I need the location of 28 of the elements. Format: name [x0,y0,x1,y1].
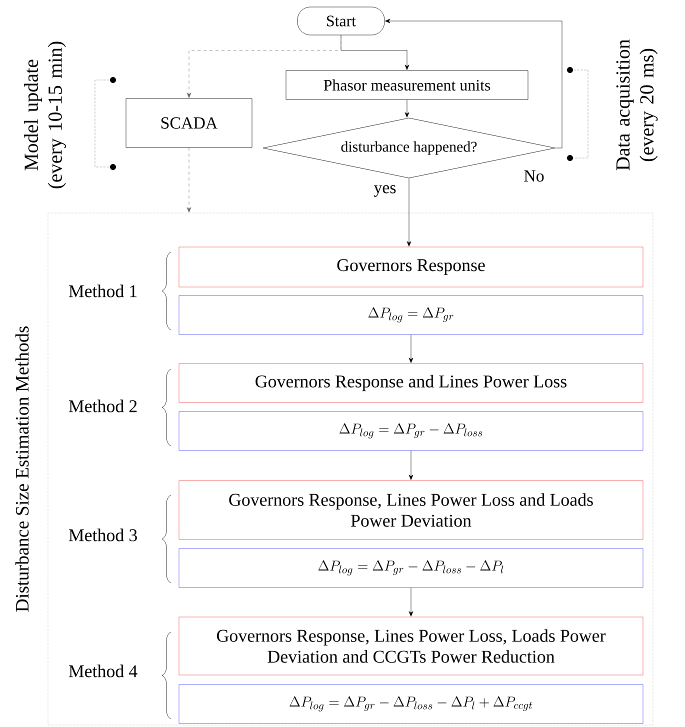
arrow [404,100,410,118]
arrow [186,148,192,212]
process-box: Phasor measurement units [286,70,528,100]
arrow [408,588,414,616]
method-label: Method 2 [68,400,137,412]
arrow [340,35,410,70]
formula-box: $\Delta P_{log} = \Delta P_{gr} - \Delta P_{loss} - \Delta P_{l}$ [178,548,644,588]
arrow [385,18,562,148]
description-box: Governors Response and Lines Power Loss [178,363,644,403]
method-label: Method 4 [68,664,138,678]
arrow [408,334,414,363]
arrow [406,178,412,246]
method-label: Method 3 [68,528,137,542]
method-label: Method 1 [68,284,137,298]
start-terminal: Start [297,6,385,36]
process-box: SCADA [126,98,252,148]
description-box: Governors Response, Lines Power Loss and Loads Power Deviation [178,480,644,540]
description-box: Governors Response [178,246,644,288]
formula-box: $\Delta P_{log} = \Delta P_{gr}$ [178,295,644,335]
timing-label: Data acquisition (every 20 ms) [616,39,658,170]
node-label: Disturbance Size Estimation Methods [15,326,29,612]
formula-box: $\Delta P_{log} = \Delta P_{gr} - \Delta P_{loss} - \Delta P_{l} + \Delta P_{ccgt}$ [178,684,644,724]
timing-label: Model update (every 10-15 min) [24,42,66,188]
formula-box: $\Delta P_{log} = \Delta P_{gr} - \Delta P_{loss}$ [178,411,644,451]
description-box: Governors Response, Lines Power Loss, Loads Power Deviation and CCGTs Power Reduction [178,616,644,676]
edge-label: yes [372,184,398,198]
arrow [186,35,342,98]
arrow [408,450,414,480]
